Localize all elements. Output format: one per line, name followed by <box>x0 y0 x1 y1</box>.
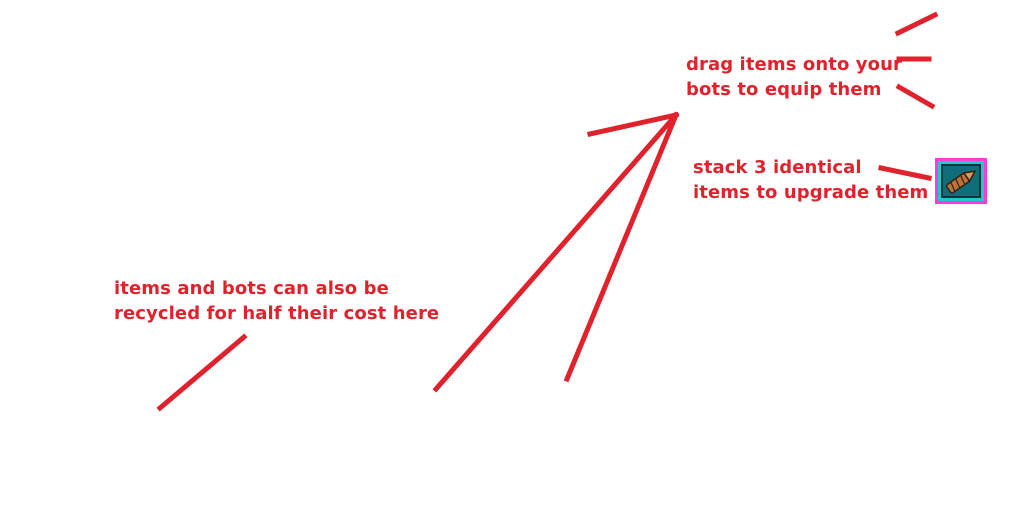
stack-hint-line-1: stack 3 identical <box>693 157 862 178</box>
drill-item-groove-3 <box>960 174 966 185</box>
drag-arrow-head-left <box>587 112 679 137</box>
drill-item-tip <box>962 170 977 183</box>
drill-item-groove-2 <box>955 178 961 189</box>
recycle-pointer-line <box>156 333 248 412</box>
recycle-hint-line-2: recycled for half their cost here <box>114 303 440 324</box>
stack-hint-line-2: items to upgrade them <box>693 182 929 203</box>
inventory-item-slot[interactable] <box>935 158 987 204</box>
recycle-hint-text: items and bots can also be recycled for … <box>114 276 439 326</box>
drag-hint-line-1: drag items onto your <box>686 54 902 75</box>
stack-hint-text: stack 3 identical items to upgrade them <box>693 155 928 205</box>
pointer-line-top <box>894 11 939 37</box>
recycle-hint-line-1: items and bots can also be <box>114 278 389 299</box>
drag-hint-text: drag items onto your bots to equip them <box>686 52 902 102</box>
drag-hint-line-2: bots to equip them <box>686 79 882 100</box>
pointer-line-bottom <box>895 83 936 110</box>
drill-item-groove-1 <box>950 181 956 192</box>
drag-arrow-shaft-short <box>563 111 680 383</box>
drag-arrow-shaft-long <box>432 111 680 393</box>
drill-item-icon <box>945 170 977 194</box>
